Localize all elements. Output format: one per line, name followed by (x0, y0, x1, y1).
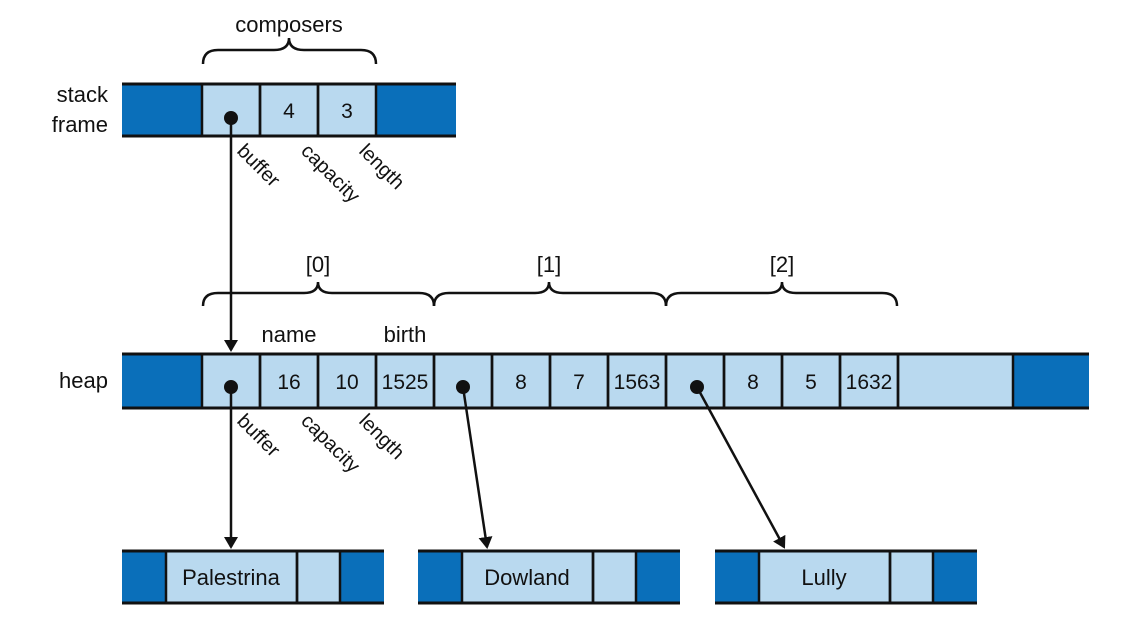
index0-brace (201, 281, 436, 307)
stack-frame-label-line1: stack (57, 82, 109, 107)
stack-capacity-field-label: capacity (296, 140, 363, 207)
string-2-text: Lully (801, 565, 846, 590)
stack-length-cell (316, 82, 378, 138)
heap-buffer: 16 10 1525 8 7 1563 8 5 1632 (122, 352, 1089, 410)
string-buffer-1: Dowland (418, 549, 680, 605)
heap-element2-capacity: 8 (747, 371, 759, 394)
heap-length-field-label: length (354, 410, 408, 464)
string-2-spare-cell (888, 549, 935, 605)
heap-element0-birth: 1525 (382, 371, 429, 394)
birth-field-header: birth (384, 322, 427, 347)
heap-element1-length: 7 (573, 371, 585, 394)
stack-frame-label-line2: frame (52, 112, 108, 137)
heap-spare-slot (896, 352, 1015, 410)
heap-element0-length: 10 (335, 371, 358, 394)
heap-label: heap (59, 368, 108, 393)
string-1-spare-cell (591, 549, 638, 605)
string-buffer-2: Lully (715, 549, 977, 605)
index0-label: [0] (306, 252, 330, 277)
element2-to-string-arrow (695, 386, 786, 549)
stack-length-value: 3 (341, 100, 353, 123)
string-buffer-0: Palestrina (122, 549, 384, 605)
stack-frame: 4 3 (122, 82, 456, 138)
stack-pad-right (376, 84, 456, 136)
heap-capacity-field-label: capacity (296, 410, 363, 477)
heap-pad-right (1013, 354, 1089, 408)
heap-element2-birth: 1632 (846, 371, 893, 394)
stack-buffer-field-label: buffer (232, 140, 284, 192)
stack-capacity-value: 4 (283, 100, 295, 123)
heap-pad-left (122, 354, 202, 408)
stack-length-field-label: length (354, 140, 408, 194)
composers-brace (201, 37, 378, 65)
string-1-text: Dowland (484, 565, 570, 590)
index2-label: [2] (770, 252, 794, 277)
stack-pad-left (122, 84, 202, 136)
index1-label: [1] (537, 252, 561, 277)
heap-element1-birth: 1563 (614, 371, 661, 394)
name-field-header: name (261, 322, 316, 347)
heap-element1-capacity: 8 (515, 371, 527, 394)
heap-element2-length: 5 (805, 371, 817, 394)
index1-brace (432, 281, 668, 307)
heap-buffer-field-label: buffer (232, 410, 284, 462)
string-0-spare-cell (295, 549, 342, 605)
heap-element0-capacity: 16 (277, 371, 300, 394)
composers-label: composers (235, 12, 343, 37)
index2-brace (664, 281, 899, 307)
string-0-text: Palestrina (182, 565, 281, 590)
element1-to-string-arrow (461, 386, 493, 549)
